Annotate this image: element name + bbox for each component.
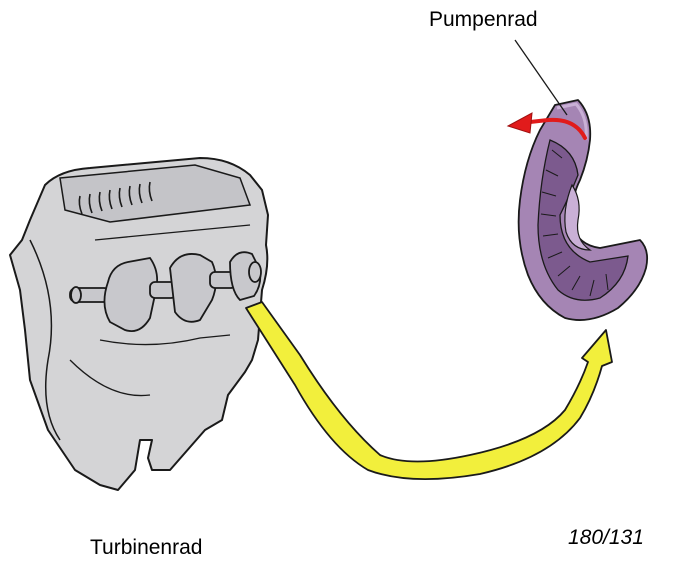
pump-leader-line xyxy=(515,40,567,115)
figure-reference: 180/131 xyxy=(568,526,644,550)
rotation-arrow-head xyxy=(508,113,532,133)
pump-wheel-label: Pumpenrad xyxy=(429,8,538,32)
flow-arrow-band xyxy=(246,302,612,479)
flow-arrow xyxy=(246,302,612,479)
turbine-wheel-label: Turbinenrad xyxy=(90,536,202,560)
engine-block xyxy=(10,158,268,490)
